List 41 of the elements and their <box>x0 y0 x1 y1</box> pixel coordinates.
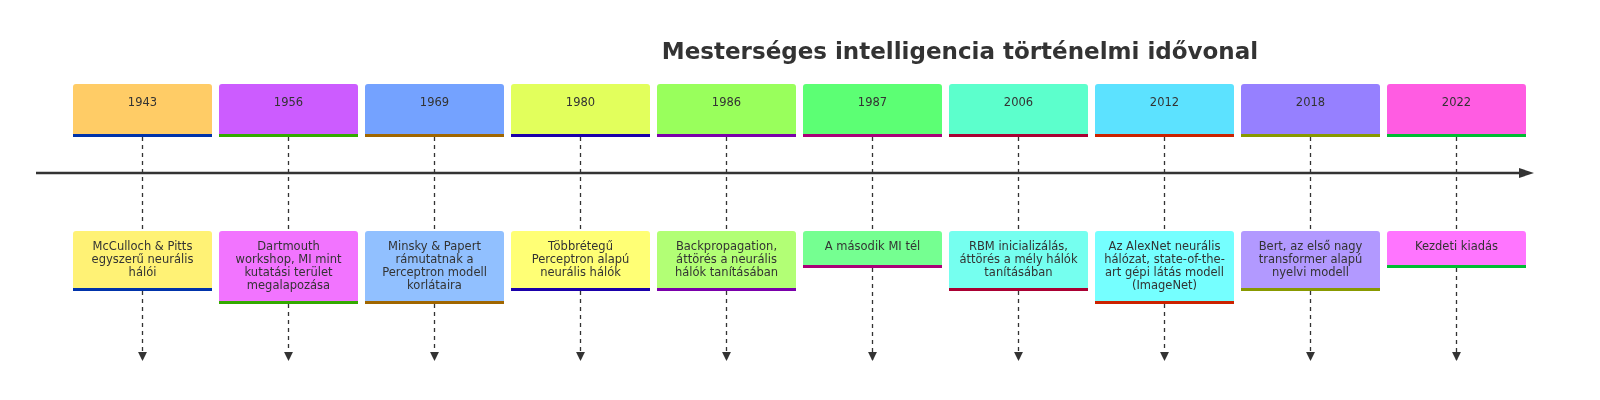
year-box: 1943 <box>73 84 212 137</box>
dashed-connector <box>433 136 436 232</box>
year-box: 2012 <box>1095 84 1234 137</box>
year-box: 2018 <box>1241 84 1380 137</box>
dashed-arrow <box>137 290 148 361</box>
dashed-arrow <box>1159 303 1170 361</box>
dashed-arrow <box>1013 290 1024 361</box>
event-box: Backpropagation, áttörés a neurális hálók tanításában <box>657 231 796 291</box>
diagram-title: Mesterséges intelligencia történelmi idővonal <box>660 38 1260 64</box>
dashed-connector <box>1455 136 1458 232</box>
dashed-arrow <box>283 303 294 361</box>
dashed-connector <box>871 136 874 232</box>
event-box: Dartmouth workshop, MI mint kutatási terület megalapozása <box>219 231 358 304</box>
event-box: RBM inicializálás, áttörés a mély hálók tanításában <box>949 231 1088 291</box>
dashed-arrow <box>575 290 586 361</box>
dashed-connector <box>1163 136 1166 232</box>
dashed-connector <box>725 136 728 232</box>
year-box: 1987 <box>803 84 942 137</box>
event-box: Az AlexNet neurális hálózat, state-of-the-art gépi látás modell (ImageNet) <box>1095 231 1234 304</box>
dashed-connector <box>579 136 582 232</box>
dashed-arrow <box>429 303 440 361</box>
event-box: Kezdeti kiadás <box>1387 231 1526 268</box>
dashed-arrow <box>1305 290 1316 361</box>
event-box: Minsky & Papert rámutatnak a Perceptron modell korlátaira <box>365 231 504 304</box>
dashed-connector <box>141 136 144 232</box>
event-box: Többrétegű Perceptron alapú neurális hálók <box>511 231 650 291</box>
dashed-arrow <box>1451 267 1462 361</box>
year-box: 1969 <box>365 84 504 137</box>
event-box: A második MI tél <box>803 231 942 268</box>
dashed-connector <box>1017 136 1020 232</box>
year-box: 2006 <box>949 84 1088 137</box>
year-box: 1956 <box>219 84 358 137</box>
event-box: Bert, az első nagy transformer alapú nyelvi modell <box>1241 231 1380 291</box>
year-box: 1986 <box>657 84 796 137</box>
year-box: 2022 <box>1387 84 1526 137</box>
dashed-arrow <box>721 290 732 361</box>
dashed-arrow <box>867 267 878 361</box>
year-box: 1980 <box>511 84 650 137</box>
dashed-connector <box>1309 136 1312 232</box>
event-box: McCulloch & Pitts egyszerű neurális hálói <box>73 231 212 291</box>
dashed-connector <box>287 136 290 232</box>
